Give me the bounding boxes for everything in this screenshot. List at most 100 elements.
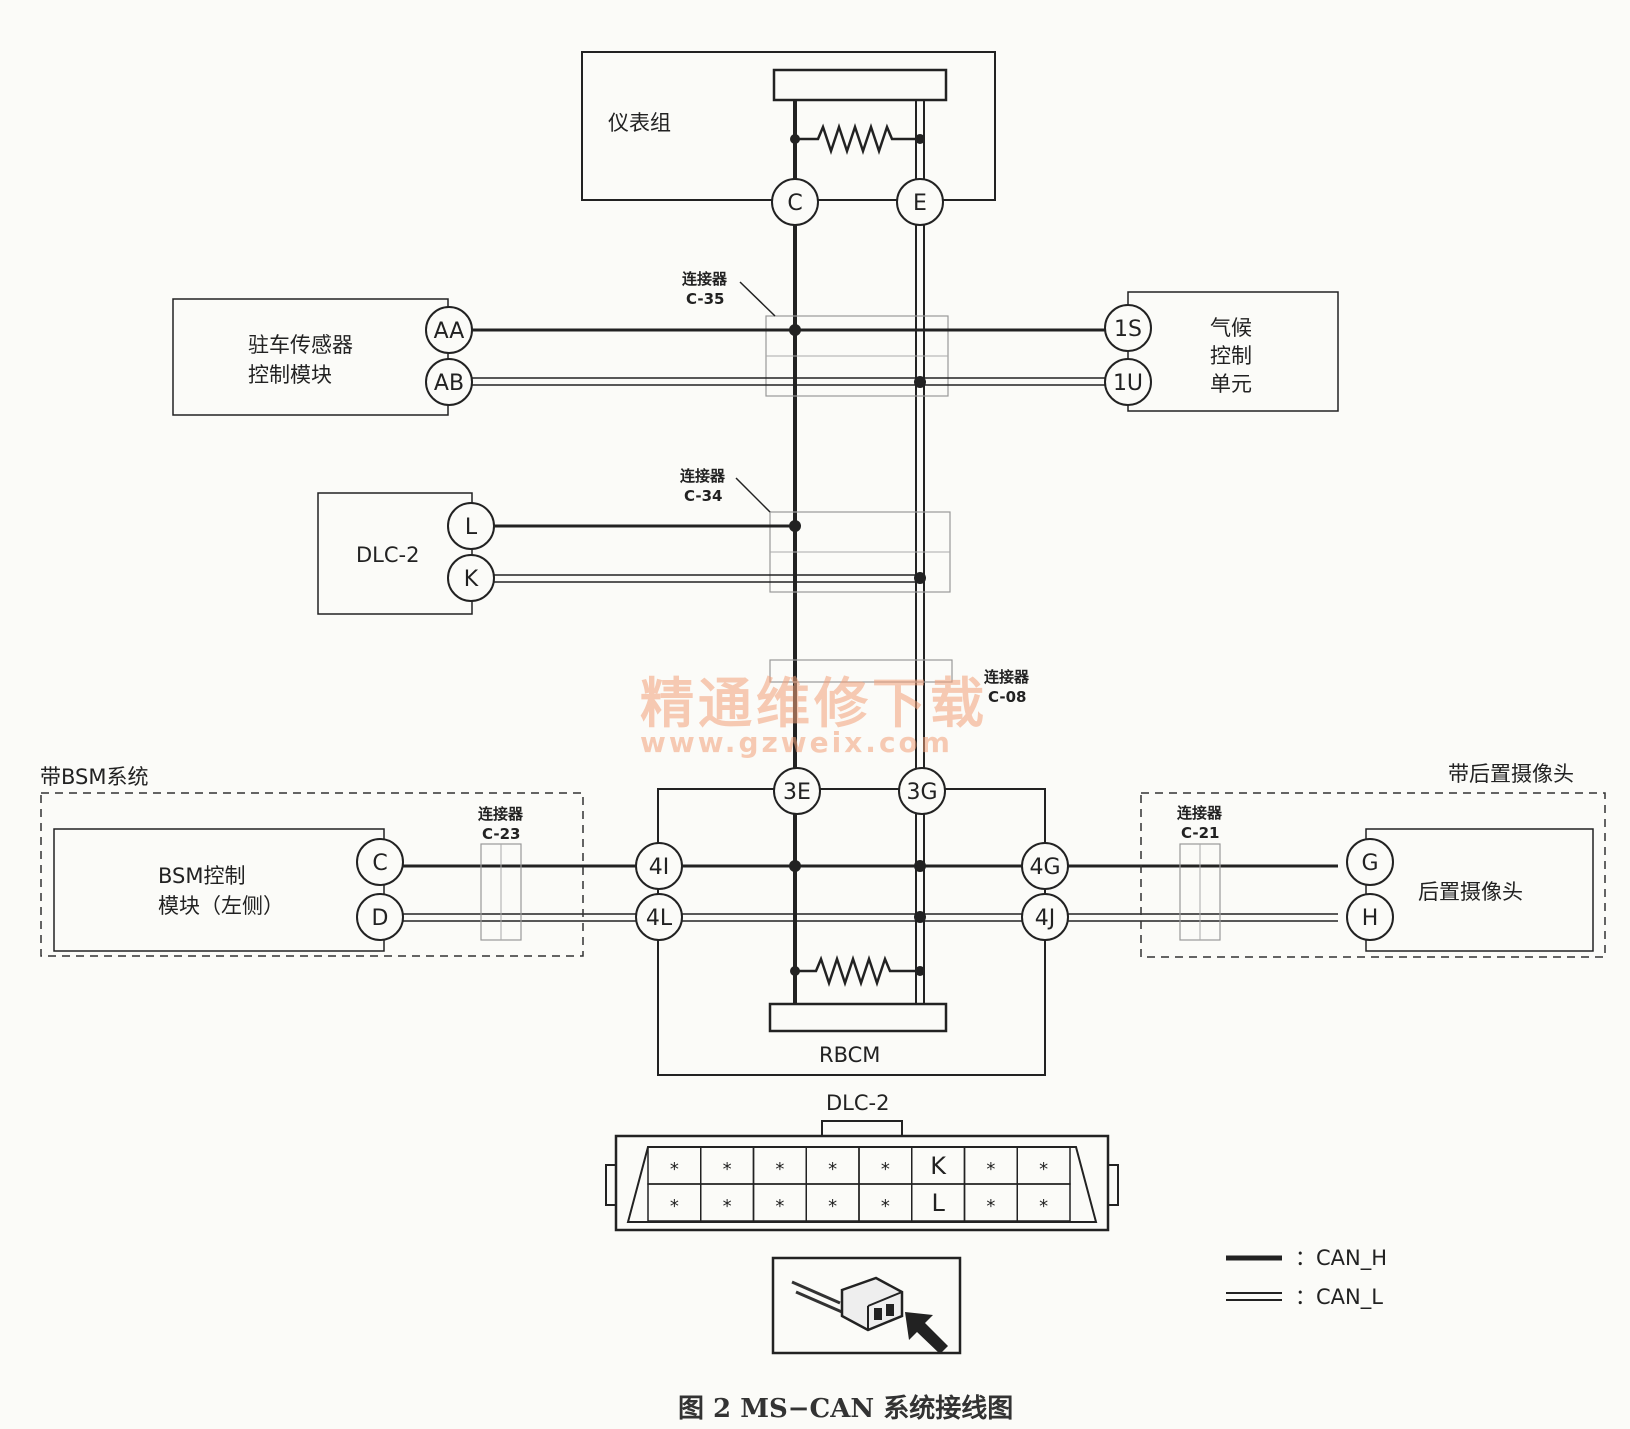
rbcm-label: RBCM: [819, 1043, 880, 1067]
connector-c21: 连接器 C-21: [1177, 804, 1223, 941]
svg-text:C-35: C-35: [686, 290, 724, 308]
dlc2-pin-label: *: [986, 1159, 995, 1180]
svg-text:单元: 单元: [1210, 372, 1252, 396]
connector-c35: 连接器 C-35: [682, 270, 949, 397]
dlc2-pin-label: *: [1039, 1196, 1048, 1217]
pin-camera-h: H: [1346, 893, 1394, 941]
dlc2-pin-label: *: [775, 1159, 784, 1180]
svg-text:AA: AA: [434, 319, 465, 344]
wire-can-l-dlc: [494, 574, 920, 583]
instrument-cluster-label: 仪表组: [608, 111, 671, 135]
dlc2-pin-label: *: [881, 1159, 890, 1180]
climate-control-unit: 气候 控制 单元: [1127, 291, 1339, 412]
pin-cluster-c: C: [771, 178, 819, 226]
pin-parking-aa: AA: [425, 306, 473, 354]
svg-text:C: C: [372, 851, 387, 876]
pin-cluster-e: E: [896, 178, 944, 226]
pin-rbcm-4g: 4G: [1021, 842, 1069, 890]
camera-group-label: 带后置摄像头: [1448, 762, 1574, 786]
pin-rbcm-4l: 4L: [635, 893, 683, 941]
connector-location-icon: [771, 1256, 962, 1355]
svg-text:控制: 控制: [1210, 344, 1252, 368]
watermark: 精通维修下载 www.gzweix.com: [640, 672, 988, 759]
dlc2-pin-label: *: [881, 1196, 890, 1217]
dlc2-pin-label: *: [986, 1196, 995, 1217]
svg-text:H: H: [1362, 906, 1379, 931]
svg-text:连接器: 连接器: [682, 270, 728, 288]
legend-can-h: ：CAN_H: [1226, 1246, 1387, 1271]
pin-climate-1s: 1S: [1104, 304, 1152, 352]
svg-text:3G: 3G: [906, 780, 937, 805]
dlc2-pin-label: *: [775, 1196, 784, 1217]
dlc2-pin-label: *: [1039, 1159, 1048, 1180]
pin-rbcm-4j: 4J: [1021, 893, 1069, 941]
svg-text:E: E: [913, 191, 927, 216]
svg-text:气候: 气候: [1210, 316, 1252, 340]
pin-bsm-d: D: [356, 893, 404, 941]
dlc2-pin-label: *: [723, 1196, 732, 1217]
dlc2-pin-label: *: [670, 1159, 679, 1180]
parking-sensor-label-1: 驻车传感器: [248, 333, 353, 357]
pin-dlc-l: L: [447, 502, 495, 550]
svg-text:C-08: C-08: [988, 688, 1026, 706]
rbcm-terminal-bar: [768, 1002, 948, 1033]
svg-text:连接器: 连接器: [478, 805, 524, 823]
svg-text:连接器: 连接器: [680, 467, 726, 485]
camera-group: 带后置摄像头: [1140, 762, 1606, 958]
svg-text:连接器: 连接器: [984, 668, 1030, 686]
dlc2-pin-label: K: [930, 1152, 947, 1180]
bsm-group-label: 带BSM系统: [40, 765, 149, 789]
legend-can-l: ：CAN_L: [1226, 1285, 1383, 1310]
svg-text:DLC-2: DLC-2: [356, 543, 419, 567]
connector-c34: 连接器 C-34: [680, 467, 951, 593]
wire-can-l-parking-climate: [472, 377, 1106, 386]
svg-text:精通维修下载: 精通维修下载: [640, 672, 988, 735]
svg-text:BSM控制: BSM控制: [158, 864, 246, 888]
dlc2-pin-label: *: [670, 1196, 679, 1217]
svg-text:C-23: C-23: [482, 825, 520, 843]
svg-text:L: L: [465, 515, 478, 540]
pin-rbcm-4i: 4I: [635, 842, 683, 890]
svg-text:www.gzweix.com: www.gzweix.com: [640, 726, 953, 759]
svg-text:G: G: [1361, 851, 1378, 876]
dlc2-pin-cell: [1016, 1183, 1071, 1222]
svg-text:C-21: C-21: [1181, 824, 1219, 842]
pin-climate-1u: 1U: [1104, 358, 1152, 406]
svg-text:：CAN_H: ：CAN_H: [1295, 1246, 1387, 1271]
termination-resistor-top: [795, 123, 920, 155]
pin-rbcm-3g: 3G: [898, 767, 946, 815]
svg-text:1S: 1S: [1114, 317, 1142, 342]
connector-c08: 连接器 C-08: [769, 659, 1030, 706]
pin-parking-ab: AB: [425, 358, 473, 406]
svg-text:连接器: 连接器: [1177, 804, 1223, 822]
parking-sensor-label-2: 控制模块: [248, 363, 332, 387]
svg-text:D: D: [372, 906, 389, 931]
pin-dlc-k: K: [447, 554, 495, 602]
svg-text:K: K: [464, 567, 479, 592]
svg-text:3E: 3E: [783, 780, 811, 805]
wire-can-l-bsm-camera: [384, 913, 1338, 922]
svg-text:4I: 4I: [649, 855, 670, 880]
rbcm-module: RBCM: [657, 788, 1046, 1076]
svg-text:后置摄像头: 后置摄像头: [1418, 880, 1523, 904]
svg-text:C-34: C-34: [684, 487, 722, 505]
bsm-module: BSM控制 模块（左侧）: [53, 828, 385, 952]
dlc2-face-title: DLC-2: [826, 1091, 889, 1115]
dlc2-pin-label: L: [931, 1189, 945, 1217]
svg-text:AB: AB: [434, 371, 464, 396]
pin-bsm-c: C: [356, 838, 404, 886]
svg-text:模块（左侧）: 模块（左侧）: [158, 894, 284, 918]
svg-text:：CAN_L: ：CAN_L: [1295, 1285, 1383, 1310]
rear-camera-module: 后置摄像头: [1365, 828, 1594, 952]
legend: ：CAN_H ：CAN_L: [1226, 1246, 1387, 1310]
svg-text:1U: 1U: [1113, 371, 1143, 396]
instrument-cluster-module: 仪表组: [581, 51, 996, 201]
connector-c23: 连接器 C-23: [478, 805, 524, 941]
parking-sensor-module: 驻车传感器 控制模块: [172, 298, 449, 416]
pin-rbcm-3e: 3E: [773, 767, 821, 815]
bsm-group: 带BSM系统: [40, 765, 584, 957]
svg-text:4J: 4J: [1035, 906, 1056, 931]
dlc2-pin-label: *: [828, 1196, 837, 1217]
dlc2-pin-label: *: [723, 1159, 732, 1180]
